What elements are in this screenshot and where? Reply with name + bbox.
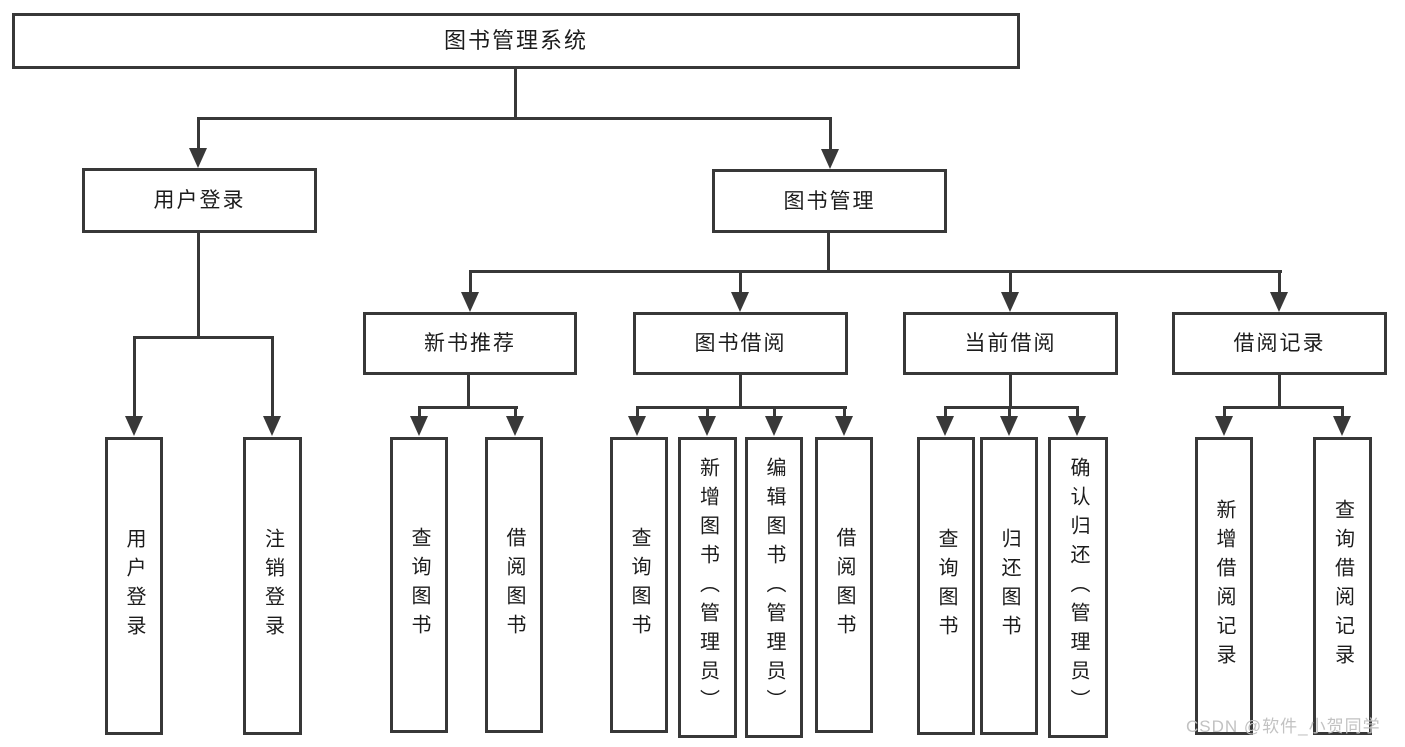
- connector-current-drop-2: [1008, 406, 1011, 418]
- arrow-down-icon: [835, 416, 853, 436]
- connector-recommend-stem: [467, 375, 470, 409]
- connector-mgmt-drop-3: [1009, 270, 1012, 293]
- node-borrow-books-leaf: 借阅图书: [815, 437, 873, 733]
- arrow-down-icon: [1000, 416, 1018, 436]
- connector-current-stem: [1009, 375, 1012, 409]
- arrow-down-icon: [936, 416, 954, 436]
- arrow-down-icon: [1333, 416, 1351, 436]
- arrow-down-icon: [461, 292, 479, 312]
- connector-records-drop-1: [1223, 406, 1226, 418]
- node-current-borrow: 当前借阅: [903, 312, 1118, 375]
- node-add-borrow-record: 新增借阅记录: [1195, 437, 1253, 735]
- connector-records-stem: [1278, 375, 1281, 409]
- connector-root-stem: [514, 69, 517, 119]
- node-edit-books-admin: 编辑图书（管理员）: [745, 437, 803, 738]
- node-new-book-recommend: 新书推荐: [363, 312, 577, 375]
- connector-login-stem: [197, 233, 200, 339]
- connector-records-drop-2: [1341, 406, 1344, 418]
- connector-borrow-stem: [739, 375, 742, 409]
- connector-borrow-bar: [636, 406, 847, 409]
- arrow-down-icon: [731, 292, 749, 312]
- connector-recommend-drop-1: [418, 406, 421, 418]
- node-borrow-books-recommend: 借阅图书: [485, 437, 543, 733]
- connector-login-drop-1: [133, 336, 136, 417]
- arrow-down-icon: [821, 149, 839, 169]
- node-return-books: 归还图书: [980, 437, 1038, 735]
- node-user-login: 用户登录: [82, 168, 317, 233]
- arrow-down-icon: [1270, 292, 1288, 312]
- arrow-down-icon: [1068, 416, 1086, 436]
- node-user-login-leaf: 用户登录: [105, 437, 163, 735]
- arrow-down-icon: [698, 416, 716, 436]
- node-confirm-return-admin: 确认归还（管理员）: [1048, 437, 1108, 738]
- node-library-system: 图书管理系统: [12, 13, 1020, 69]
- arrow-down-icon: [1001, 292, 1019, 312]
- connector-mgmt-drop-2: [739, 270, 742, 293]
- connector-root-drop-right: [829, 117, 832, 150]
- connector-login-drop-2: [271, 336, 274, 417]
- connector-current-drop-1: [944, 406, 947, 418]
- csdn-watermark: CSDN @软件_小贺同学: [1186, 717, 1381, 736]
- connector-mgmt-drop-1: [469, 270, 472, 293]
- connector-mgmt-bar: [469, 270, 1282, 273]
- arrow-down-icon: [628, 416, 646, 436]
- node-query-books-recommend: 查询图书: [390, 437, 448, 733]
- node-query-borrow-record: 查询借阅记录: [1313, 437, 1372, 735]
- connector-current-drop-3: [1076, 406, 1079, 418]
- connector-recommend-bar: [418, 406, 518, 409]
- node-book-management: 图书管理: [712, 169, 947, 233]
- connector-root-bar: [197, 117, 832, 120]
- arrow-down-icon: [1215, 416, 1233, 436]
- node-borrow-records: 借阅记录: [1172, 312, 1387, 375]
- node-add-books-admin: 新增图书（管理员）: [678, 437, 737, 738]
- connector-mgmt-drop-4: [1278, 270, 1281, 293]
- connector-login-bar: [133, 336, 274, 339]
- arrow-down-icon: [125, 416, 143, 436]
- node-query-books-borrow: 查询图书: [610, 437, 668, 733]
- arrow-down-icon: [765, 416, 783, 436]
- arrow-down-icon: [410, 416, 428, 436]
- connector-current-bar: [944, 406, 1079, 409]
- connector-borrow-drop-3: [773, 406, 776, 418]
- connector-root-drop-left: [197, 117, 200, 150]
- arrow-down-icon: [189, 148, 207, 168]
- arrow-down-icon: [506, 416, 524, 436]
- connector-borrow-drop-4: [843, 406, 846, 418]
- node-book-borrow: 图书借阅: [633, 312, 848, 375]
- node-logout: 注销登录: [243, 437, 302, 735]
- connector-mgmt-stem: [827, 233, 830, 273]
- connector-borrow-drop-2: [706, 406, 709, 418]
- connector-borrow-drop-1: [636, 406, 639, 418]
- arrow-down-icon: [263, 416, 281, 436]
- connector-recommend-drop-2: [514, 406, 517, 418]
- connector-records-bar: [1223, 406, 1344, 409]
- node-query-books-current: 查询图书: [917, 437, 975, 735]
